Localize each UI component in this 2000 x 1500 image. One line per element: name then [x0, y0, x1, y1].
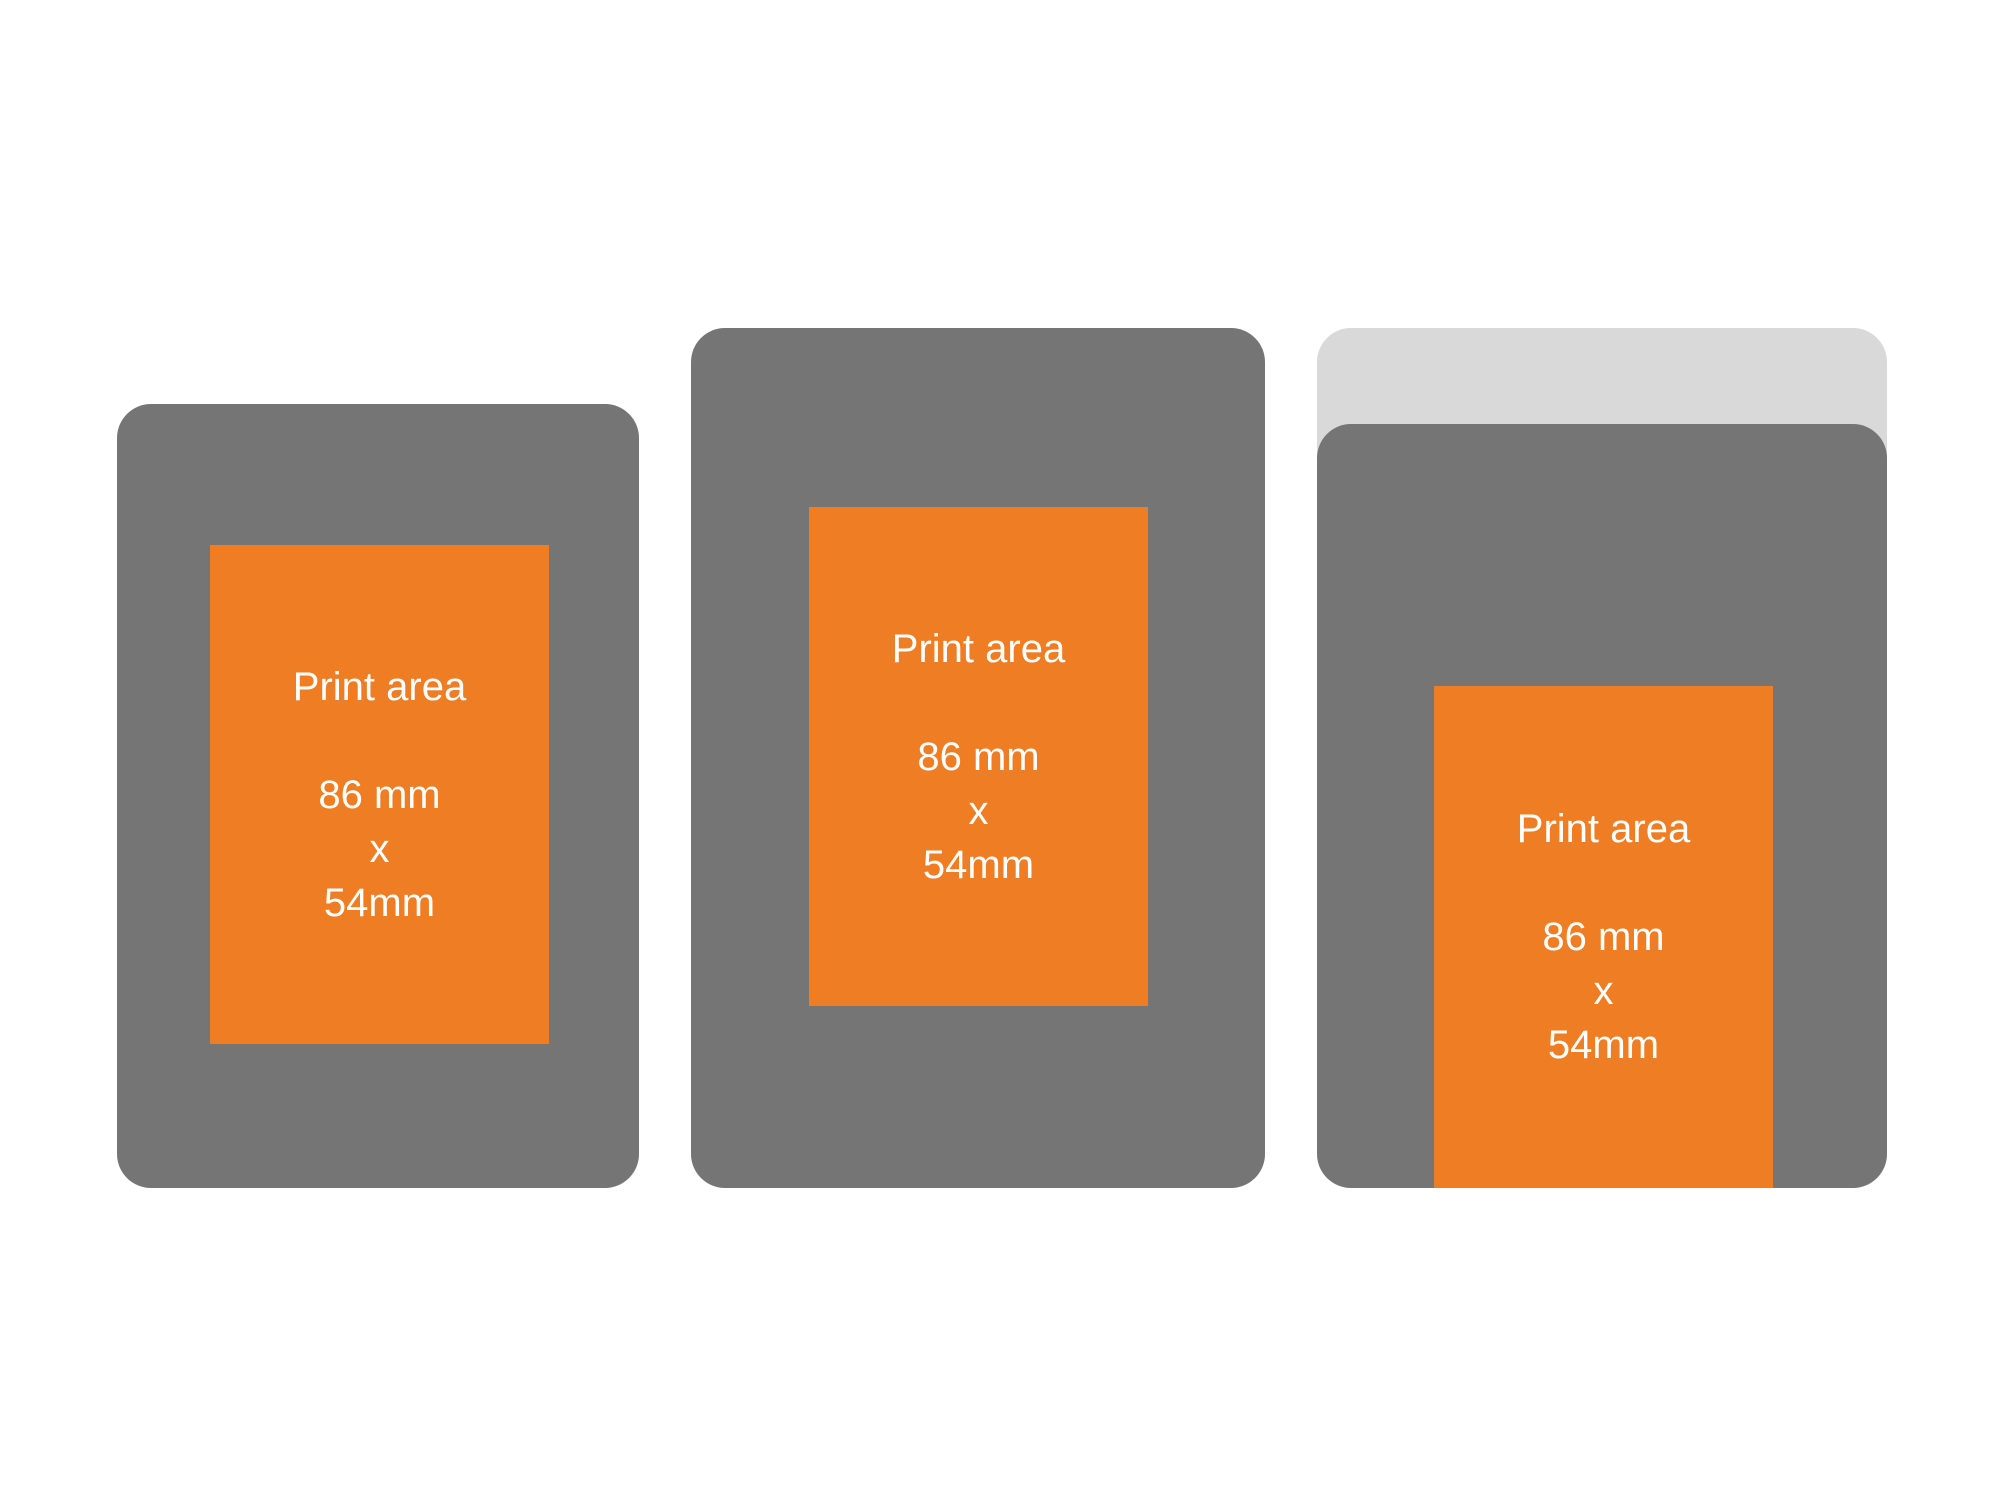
print-area-label: Print area — [891, 626, 1066, 671]
print-area-separator: x — [369, 826, 390, 871]
print-area-width: 86 mm — [318, 772, 441, 817]
print-area-width: 86 mm — [917, 734, 1040, 779]
print-area-label: Print area — [1516, 807, 1691, 851]
print-area-label: Print area — [292, 664, 467, 709]
print-area: Print area 86 mm x 54mm — [1434, 686, 1773, 1188]
print-area-separator: x — [1593, 969, 1614, 1013]
print-area-separator: x — [968, 788, 989, 833]
print-area: Print area 86 mm x 54mm — [210, 545, 549, 1044]
card-vertical-large: Print area 86 mm x 54mm — [691, 328, 1265, 1188]
card-vertical-centered: Print area 86 mm x 54mm — [117, 404, 639, 1188]
print-area: Print area 86 mm x 54mm — [809, 507, 1148, 1006]
print-area-width: 86 mm — [1542, 915, 1665, 959]
card-vertical-bottom-aligned: Print area 86 mm x 54mm — [1317, 424, 1887, 1188]
print-area-height: 54mm — [323, 880, 436, 925]
print-area-height: 54mm — [922, 842, 1035, 887]
print-area-height: 54mm — [1547, 1023, 1660, 1067]
